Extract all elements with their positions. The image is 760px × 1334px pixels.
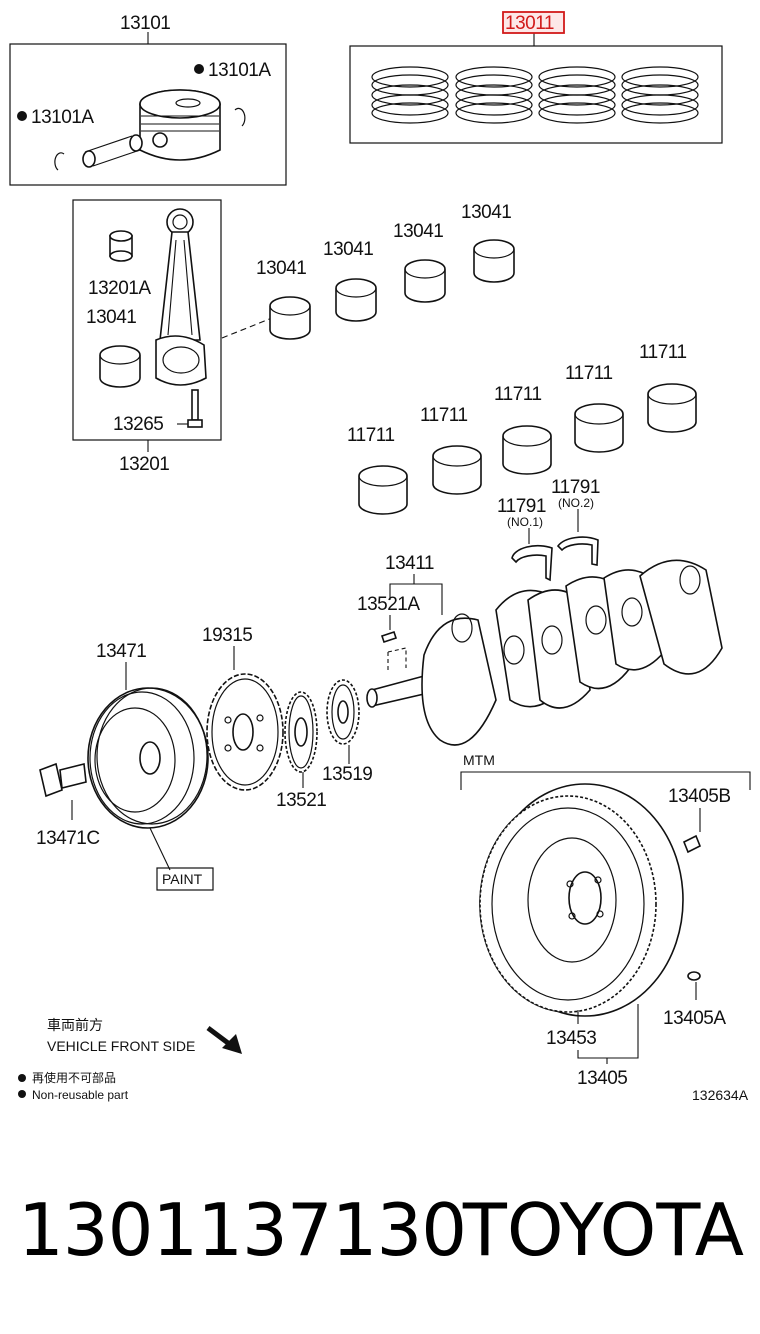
callout-main-bearing-3: 11711 [494,384,542,405]
crank-sprocket-group[interactable]: 13519 [322,679,373,785]
callout-snap-ring-right: 13101A [208,60,271,81]
callout-thrust-washer-2-sub: (NO.2) [558,496,594,510]
callout-rod-bolt: 13265 [113,414,163,435]
sensor-plate-illustration [206,673,284,791]
parts-diagram: 13101 13101A 13101A 1301 [9,11,751,1103]
non-reusable-dot-icon [17,111,27,121]
callout-crankshaft: 13411 [385,553,434,574]
main-bearing-1-icon [358,465,408,515]
legend-jp: 再使用不可部品 [32,1070,116,1085]
callout-flywheel-pin: 13405A [663,1008,726,1029]
mtm-label: MTM [463,752,495,768]
piston-illustration [139,89,221,161]
pulley-bolt-illustration [39,762,87,798]
crank-gear-group[interactable]: 13521 [276,691,327,811]
main-bearings-group[interactable]: 11711 11711 11711 11711 11711 [347,342,697,515]
flywheel-pin-icon [687,971,701,981]
callout-rod-assembly: 13201 [119,454,169,475]
callout-rod-bearing-3: 13041 [393,221,443,242]
rod-bearing-left-illustration [99,345,141,388]
rod-bearing-4-icon [473,239,515,283]
thrust-washers-group[interactable]: 11791 (NO.1) 11791 (NO.2) [497,477,600,582]
pulley-group[interactable]: 13471 13471C PAINT [36,641,214,891]
callout-thrust-washer-1: 11791 [497,496,546,517]
highlight-box [502,11,565,34]
brand-name: TOYOTA [462,1188,744,1272]
crankshaft-group[interactable]: 13411 13521A [357,553,723,746]
direction-jp: 車両前方 [47,1017,103,1033]
main-bearing-4-icon [574,403,624,453]
main-bearing-2-icon [432,445,482,495]
callout-crank-sprocket: 13519 [322,764,372,785]
callout-flywheel-bolt: 13405B [668,786,731,807]
callout-crank-gear: 13521 [276,790,326,811]
callout-rod-bearing-4: 13041 [461,202,511,223]
thrust-washer-2-icon [556,536,599,566]
callout-rod-bearing-2: 13041 [323,239,373,260]
callout-main-bearing-5: 11711 [639,342,687,363]
callout-sensor-plate: 19315 [202,625,252,646]
flywheel-bolt-icon [682,834,702,854]
crankshaft-illustration [366,559,723,746]
callout-piston-set: 13101 [120,13,170,34]
callout-ring-gear: 13453 [546,1028,596,1049]
rod-bearing-3-icon [404,259,446,303]
legend-en: Non-reusable part [32,1088,129,1102]
direction-note: 車両前方 VEHICLE FRONT SIDE [47,1017,242,1054]
crank-gear-illustration [284,691,318,773]
callout-pulley-bolt: 13471C [36,828,100,849]
crank-key-icon [380,630,398,644]
rod-bolt-illustration [187,389,203,428]
callout-crank-key: 13521A [357,594,420,615]
callout-main-bearing-2: 11711 [420,405,468,426]
callout-pulley: 13471 [96,641,146,662]
non-reusable-dot-icon [18,1074,26,1082]
rod-bearing-2-icon [335,278,377,322]
callout-flywheel-assembly: 13405 [577,1068,627,1089]
footer: 1301137130 TOYOTA [0,1180,760,1290]
connecting-rod-group[interactable]: 13201 13201A 13041 13265 [72,199,222,475]
snap-ring-left-icon [54,152,65,171]
crank-sprocket-illustration [326,679,360,745]
front-arrow-icon [222,1034,242,1054]
non-reusable-dot-icon [194,64,204,74]
callout-rod-bearing-left: 13041 [86,307,136,328]
rod-bearings-group[interactable]: 13041 13041 13041 13041 [256,202,515,340]
callout-rod-bushing: 13201A [88,278,151,299]
thrust-washer-1-icon [511,544,553,582]
part-number: 1301137130 [18,1188,467,1272]
flywheel-illustration [479,783,684,1017]
sensor-plate-group[interactable]: 19315 [202,625,284,791]
main-bearing-3-icon [502,425,552,475]
callout-thrust-washer-1-sub: (NO.1) [507,515,543,529]
piston-pin-illustration [82,134,143,168]
ring-set-group[interactable]: 13011 [349,11,723,144]
callout-snap-ring-left: 13101A [31,107,94,128]
main-bearing-5-icon [647,383,697,433]
rod-bearing-1-icon [269,296,311,340]
callout-ring-set: 13011 [505,13,554,34]
direction-en: VEHICLE FRONT SIDE [47,1038,195,1054]
non-reusable-dot-icon [18,1090,26,1098]
piston-rings-illustration [371,66,699,124]
callout-main-bearing-4: 11711 [565,363,613,384]
connecting-rod-illustration [155,208,207,386]
flywheel-group[interactable]: MTM 13405B 13405A 13453 13405 [460,752,751,1089]
legend: 再使用不可部品 Non-reusable part [18,1070,129,1102]
callout-rod-bearing-1: 13041 [256,258,306,279]
callout-thrust-washer-2: 11791 [551,477,600,498]
diagram-id: 132634A [692,1087,749,1103]
snap-ring-right-icon [234,107,246,127]
rod-bushing-illustration [109,230,133,262]
crank-pulley-illustration [87,687,209,829]
piston-set-group[interactable]: 13101 13101A 13101A [9,13,287,186]
paint-note: PAINT [162,871,203,887]
callout-main-bearing-1: 11711 [347,425,395,446]
